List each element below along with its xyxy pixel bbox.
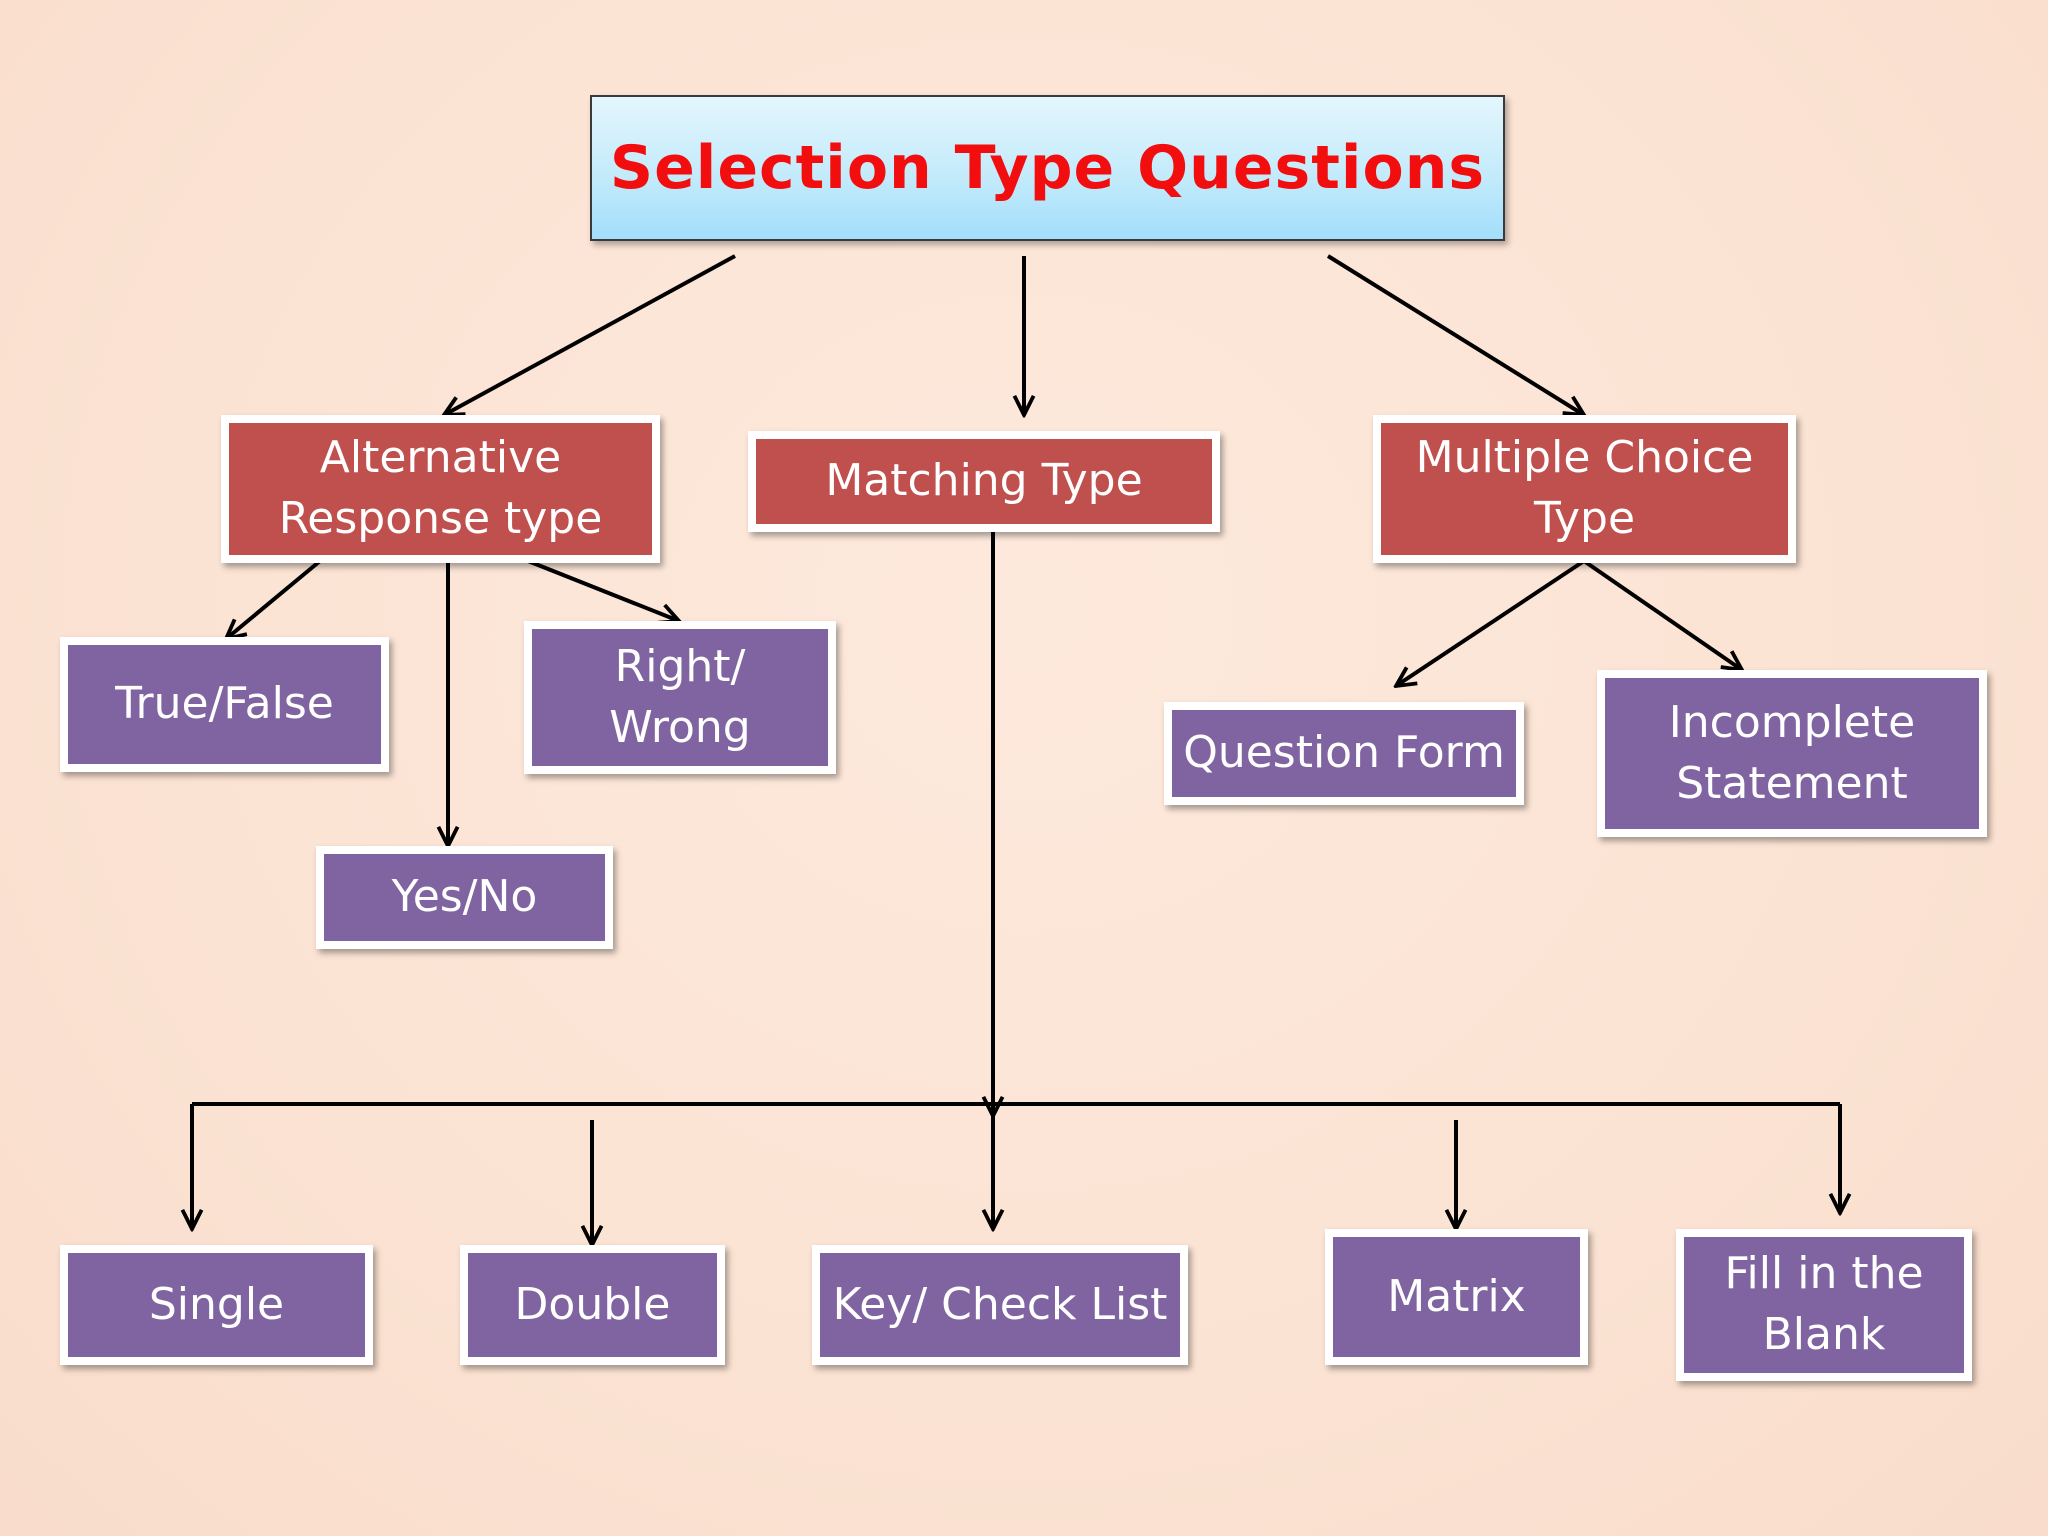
- category-matching-type: Matching Type: [748, 431, 1220, 532]
- leaf-matrix: Matrix: [1325, 1229, 1588, 1365]
- leaf-incomplete-statement: Incomplete Statement: [1597, 670, 1987, 837]
- arrow-alternative-to-right-wrong: [527, 559, 679, 621]
- arrow-multiple-to-question-form: [1396, 559, 1586, 686]
- leaf-single: Single: [60, 1245, 373, 1365]
- leaf-right-wrong: Right/ Wrong: [524, 621, 836, 774]
- diagram-title: Selection Type Questions: [609, 133, 1486, 203]
- leaf-double: Double: [460, 1245, 725, 1365]
- arrow-title-to-alternative: [444, 254, 736, 415]
- arrow-alternative-to-true-false: [226, 559, 322, 639]
- category-multiple-choice: Multiple Choice Type: [1373, 415, 1796, 563]
- leaf-key-check-list: Key/ Check List: [812, 1245, 1188, 1365]
- arrow-multiple-to-incomplete: [1582, 559, 1742, 670]
- title-box: Selection Type Questions: [590, 95, 1505, 241]
- arrow-title-to-multiple: [1326, 254, 1584, 415]
- leaf-fill-in-the-blank: Fill in the Blank: [1676, 1229, 1972, 1381]
- leaf-question-form: Question Form: [1164, 702, 1524, 805]
- leaf-yes-no: Yes/No: [316, 846, 613, 949]
- leaf-true-false: True/False: [60, 637, 389, 772]
- category-alternative-response: Alternative Response type: [221, 415, 660, 563]
